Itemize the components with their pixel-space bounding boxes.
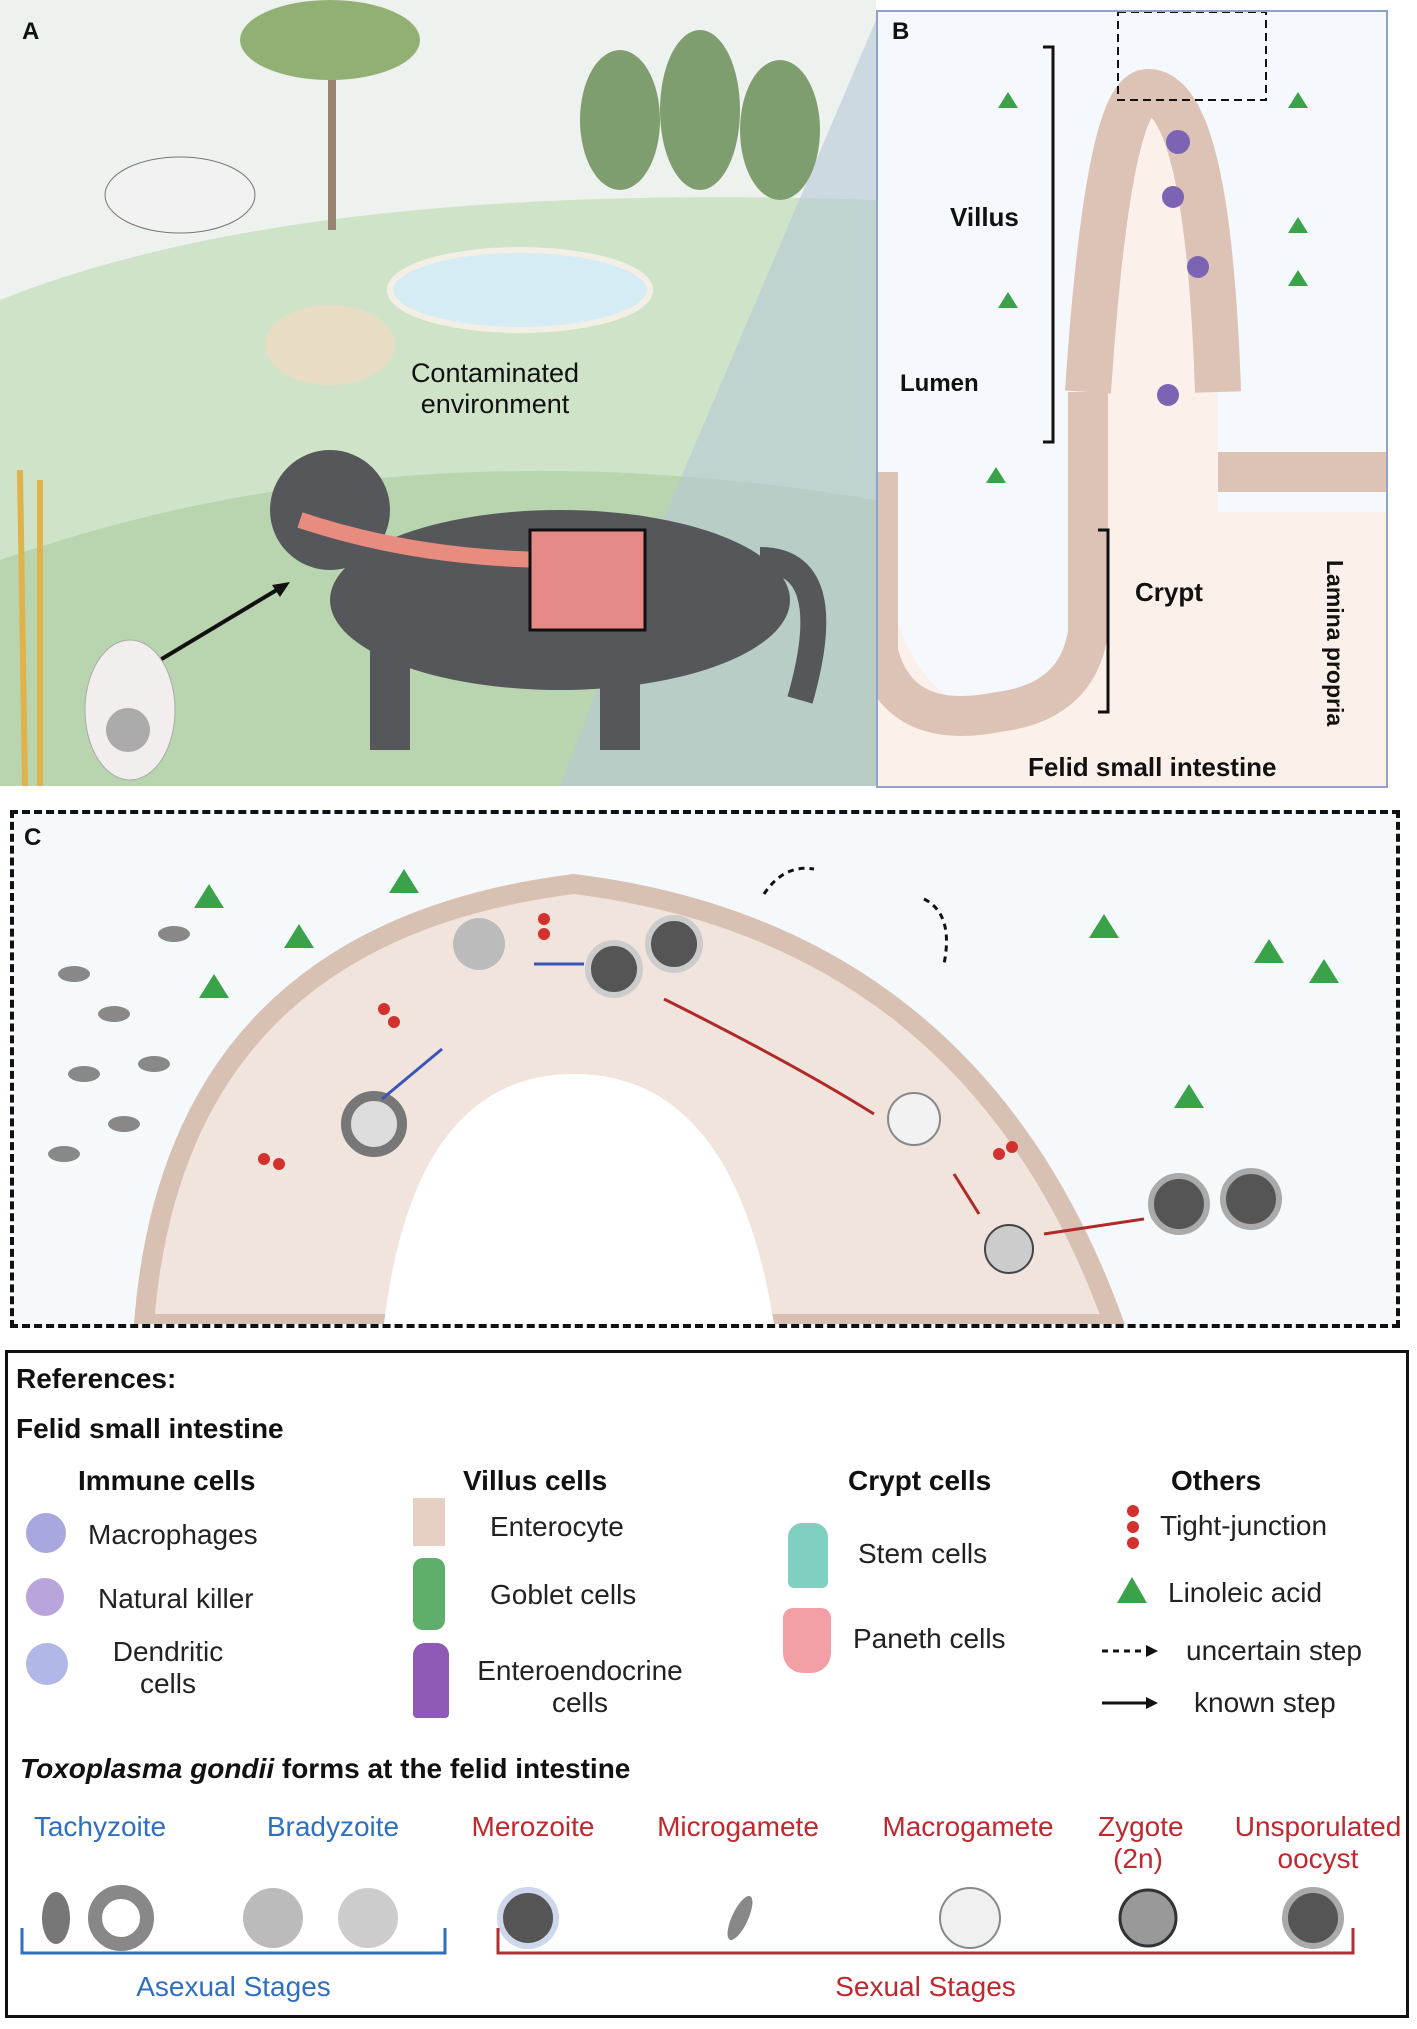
panel-c: C — [10, 810, 1400, 1328]
panel-b-title: Felid small intestine — [1028, 752, 1277, 782]
references-title: References: — [16, 1363, 177, 1394]
villus-item: Enterocyte — [490, 1511, 624, 1542]
stage-label: Tachyzoite — [33, 1811, 167, 1842]
references-subtitle: Felid small intestine — [16, 1413, 284, 1444]
villus-illustration — [878, 12, 1386, 786]
merozoite-icon — [497, 1887, 559, 1949]
others-item: Tight-junction — [1160, 1510, 1328, 1541]
asexual-bracket — [20, 1928, 447, 1955]
lamina-propria-label: Lamina propria — [1322, 560, 1348, 727]
toxo-title: Toxoplasma gondii forms at the felid int… — [20, 1753, 630, 1785]
villus-item: Goblet cells — [490, 1579, 637, 1610]
others-item: known step — [1194, 1687, 1336, 1718]
references-box: References: Felid small intestine Immune… — [5, 1350, 1409, 2018]
toxo-title-rest: forms at the felid intestine — [274, 1753, 631, 1784]
environment-label: Contaminated environment — [390, 358, 600, 420]
macrophage-icon — [26, 1513, 66, 1553]
villus-label: Villus — [950, 202, 1019, 232]
lumen-label: Lumen — [900, 370, 979, 397]
linoleic-acid-icon — [1117, 1577, 1147, 1603]
enterocyte-icon — [413, 1498, 445, 1546]
stage-label: Zygote (2n) — [1098, 1811, 1184, 1874]
tight-junction-icon — [1127, 1505, 1139, 1549]
zygote-icon — [1118, 1888, 1178, 1948]
goblet-cell-icon — [413, 1558, 445, 1630]
others-item: Linoleic acid — [1168, 1577, 1323, 1608]
environment-label-line1: Contaminated — [410, 358, 580, 388]
toxo-species-name: Toxoplasma gondii — [20, 1753, 275, 1784]
villus-item: Enteroendocrine cells — [477, 1655, 683, 1718]
sexual-stages-label: Sexual Stages — [835, 1971, 1016, 2002]
microgamete-icon — [727, 1895, 753, 1941]
parasite-cycle-illustration — [48, 866, 1339, 1324]
asexual-stages-label: Asexual Stages — [136, 1971, 331, 2002]
panel-b-letter: B — [892, 18, 910, 45]
immune-item: Macrophages — [88, 1519, 258, 1550]
tachyzoite-cyst-icon — [88, 1885, 154, 1951]
panel-b: B Villus Lumen Crypt Lamina propria Feli… — [876, 10, 1388, 788]
stage-label: Bradyzoite — [266, 1811, 400, 1842]
panel-a: A Contaminated environment — [0, 0, 876, 787]
villus-heading: Villus cells — [463, 1465, 608, 1496]
dendritic-cell-icon — [26, 1643, 68, 1685]
uncertain-step-arrow-icon — [1102, 1645, 1158, 1657]
panel-a-letter: A — [22, 18, 40, 45]
farm-scene-illustration — [0, 0, 876, 787]
environment-label-line2: environment — [420, 389, 570, 419]
crypt-label: Crypt — [1135, 577, 1203, 607]
crypt-item: Paneth cells — [853, 1623, 1006, 1654]
others-item: uncertain step — [1186, 1635, 1362, 1666]
stage-label: Macrogamete — [882, 1811, 1054, 1842]
panel-c-letter: C — [24, 824, 42, 851]
macrogamete-icon — [939, 1887, 1001, 1949]
tachyzoite-icon — [42, 1892, 70, 1944]
crypt-heading: Crypt cells — [848, 1465, 992, 1496]
immune-item: Dendritic cells — [112, 1636, 224, 1699]
stage-label: Unsporulated oocyst — [1234, 1811, 1402, 1874]
immune-item: Natural killer — [98, 1583, 254, 1614]
oocyst-icon — [1282, 1887, 1344, 1949]
immune-heading: Immune cells — [78, 1465, 256, 1496]
cat — [270, 450, 827, 750]
bradyzoite-icon — [243, 1888, 303, 1948]
paneth-cell-icon — [783, 1608, 831, 1673]
stem-cell-icon — [788, 1523, 828, 1588]
enteroendocrine-cell-icon — [413, 1643, 449, 1718]
known-step-arrow-icon — [1102, 1697, 1158, 1709]
crypt-item: Stem cells — [858, 1538, 988, 1569]
stage-icons — [20, 1885, 1355, 1955]
sexual-bracket — [496, 1928, 1355, 1955]
stage-label: Merozoite — [471, 1811, 595, 1842]
others-heading: Others — [1171, 1465, 1262, 1496]
natural-killer-icon — [26, 1578, 64, 1616]
bradyzoite-cyst-icon — [338, 1888, 398, 1948]
stage-label: Microgamete — [657, 1811, 819, 1842]
